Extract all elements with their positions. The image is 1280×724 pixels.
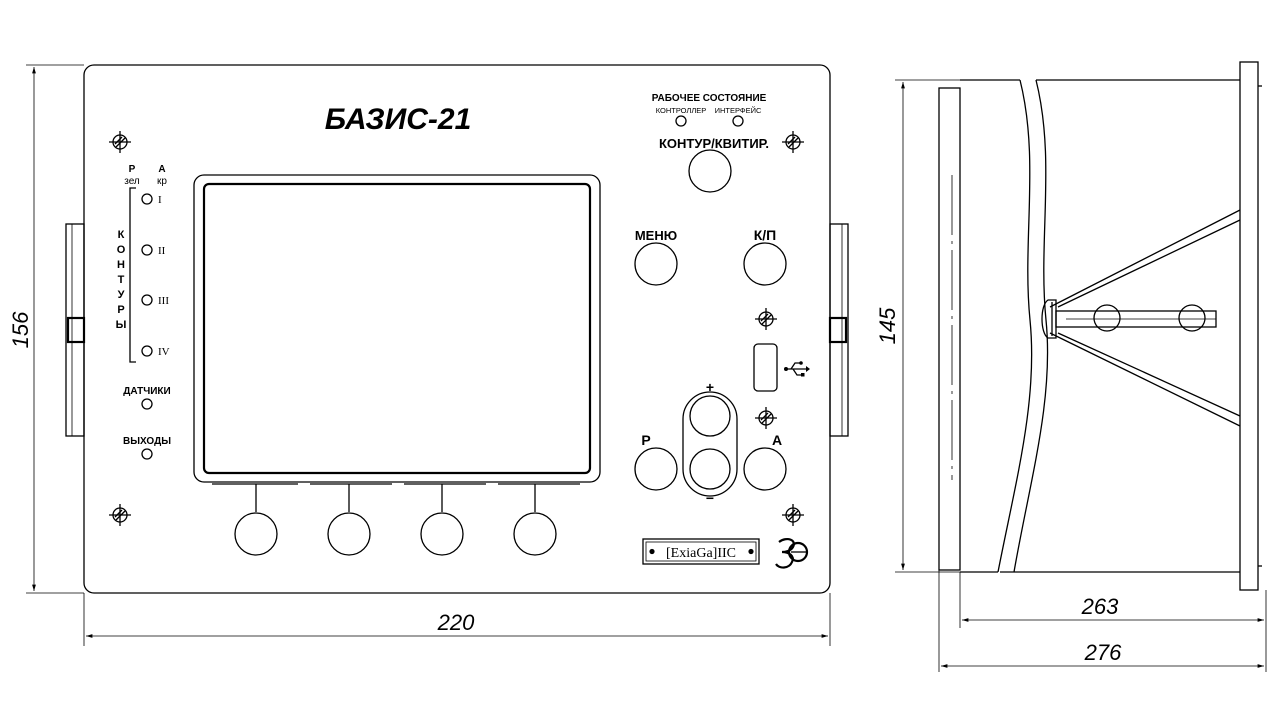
front-panel [83,64,831,594]
side-view [938,61,1262,591]
sensors-label: ДАТЧИКИ [123,386,170,397]
legend-kr: кр [157,176,167,187]
softkey-4-button[interactable] [513,512,557,556]
usb-port[interactable] [753,343,778,392]
a-button-label: А [772,432,782,448]
legend-p: Р [129,164,136,175]
kp-button[interactable] [743,242,787,286]
dim-depth-total: 276 [1084,640,1122,665]
dim-width-front: 220 [437,610,475,635]
device-title: БАЗИС-21 [325,103,472,136]
sensors-led [141,398,153,410]
dimensions: 156 220 145 263 276 [8,64,1267,672]
svg-text:У: У [118,289,125,301]
svg-text:IV: IV [158,346,170,358]
dim-depth-body: 263 [1081,594,1119,619]
rocker-frame [682,391,738,497]
menu-button[interactable] [634,242,678,286]
legend-zel: зел [124,176,140,187]
break-line [997,79,1033,573]
softkey-1-button[interactable] [234,512,278,556]
svg-text:Н: Н [117,259,125,271]
status-interface-label: ИНТЕРФЕЙС [715,106,762,115]
p-button-label: Р [641,432,650,448]
contours-bracket [129,187,136,363]
mounting-hole-icon [108,503,132,527]
svg-text:I: I [158,194,162,206]
front-view: БАЗИС-21 Р А зел кр К О Н Т У Р Ы I [65,64,849,594]
manufacturer-logo-icon [775,538,809,569]
minus-button[interactable] [689,448,731,490]
legend-a: А [158,164,165,175]
outputs-led [141,448,153,460]
status-controller-label: КОНТРОЛЛЕР [656,106,707,115]
mounting-hole-icon [781,130,805,154]
contour-led-4: IV [141,345,170,358]
side-bracket [1041,209,1241,427]
right-bracket [828,223,849,437]
p-button[interactable] [634,447,678,491]
contour-led-1: I [141,193,162,206]
front-panel-side [1239,61,1259,591]
ex-marking-plate: [ExiaGa]IIC [642,538,760,565]
kontur-button[interactable] [688,149,732,193]
kp-button-label: К/П [754,227,777,243]
mounting-hole-icon [108,130,132,154]
status-heading: РАБОЧЕЕ СОСТОЯНИЕ [652,93,767,104]
plus-label: + [706,379,714,395]
menu-button-label: МЕНЮ [635,228,677,243]
screen-bezel [193,174,601,483]
softkey-lines [212,483,580,512]
svg-text:Т: Т [118,274,125,286]
svg-text:[ExiaGa]IIC: [ExiaGa]IIC [666,546,736,561]
dim-height-total: 156 [8,311,33,348]
contour-led-3: III [141,294,169,307]
svg-text:Ы: Ы [116,319,127,331]
outputs-label: ВЫХОДЫ [123,436,171,447]
a-button[interactable] [743,447,787,491]
usb-icon [784,361,810,377]
contours-label: К О Н Т У Р Ы [116,229,127,331]
svg-text:Р: Р [117,304,124,316]
softkey-2-button[interactable] [327,512,371,556]
rear-flange [938,87,961,571]
left-bracket [65,223,86,437]
minus-label: − [706,490,714,506]
plus-button[interactable] [689,395,731,437]
controller-led [675,115,687,127]
mounting-hole-icon [781,503,805,527]
svg-text:К: К [118,229,125,241]
contour-led-2: II [141,244,166,257]
interface-led [732,115,744,127]
kontur-button-label: КОНТУР/КВИТИР. [659,136,769,151]
dim-height-side: 145 [875,307,900,344]
svg-text:III: III [158,295,169,307]
mounting-hole-icon [754,406,778,430]
screen [202,182,592,475]
svg-text:О: О [117,244,126,256]
svg-text:II: II [158,245,166,257]
softkey-3-button[interactable] [420,512,464,556]
mounting-hole-icon [754,307,778,331]
